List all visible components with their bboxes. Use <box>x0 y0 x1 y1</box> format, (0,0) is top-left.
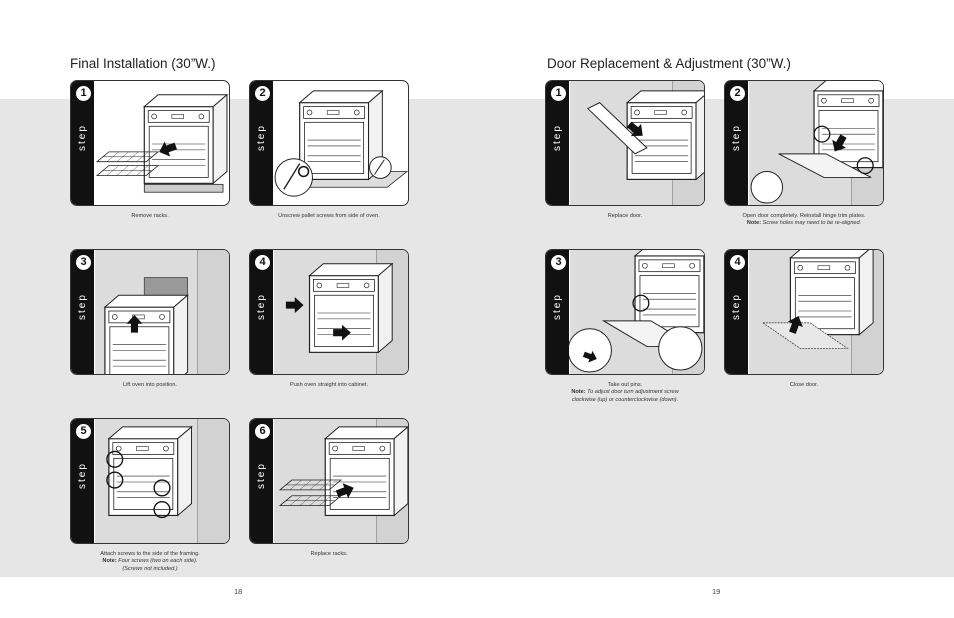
left-step-1-caption: Remove racks. <box>131 213 169 219</box>
lift-oven-illustration <box>94 250 229 374</box>
step-strip <box>725 81 748 205</box>
step-label: step <box>77 462 88 489</box>
right-page-title: Door Replacement & Adjustment (30”W.) <box>547 56 791 71</box>
step-strip <box>546 81 569 205</box>
right-step-2-caption: Open door completely. Reinstall hinge tr… <box>742 213 866 227</box>
replace-door-illustration <box>569 81 704 205</box>
left-step-6-panel: 6 step <box>249 418 409 544</box>
step-label: step <box>731 293 742 320</box>
step-label: step <box>256 293 267 320</box>
open-door-trim-plates-illustration <box>748 81 883 205</box>
step-label: step <box>77 293 88 320</box>
step-label: step <box>77 124 88 151</box>
left-step-4-panel: 4 step <box>249 249 409 375</box>
left-step-5-panel: 5 step <box>70 418 230 544</box>
step-strip <box>725 250 748 374</box>
step-number: 4 <box>730 255 745 270</box>
step-strip <box>71 81 94 205</box>
left-step-1-panel: 1 step <box>70 80 230 206</box>
step-number: 4 <box>255 255 270 270</box>
push-oven-illustration <box>273 250 408 374</box>
right-page-number: 19 <box>712 587 721 596</box>
right-step-4-panel: 4 step <box>724 249 884 375</box>
left-page-number: 18 <box>234 587 243 596</box>
right-step-3-panel: 3 step <box>545 249 705 375</box>
step-number: 2 <box>255 86 270 101</box>
step-number: 6 <box>255 424 270 439</box>
step-label: step <box>256 462 267 489</box>
left-step-3-caption: Lift oven into position. <box>122 382 178 388</box>
right-step-2-panel: 2 step <box>724 80 884 206</box>
step-strip <box>250 419 273 543</box>
remove-racks-illustration <box>96 94 228 193</box>
step-label: step <box>731 124 742 151</box>
replace-racks-illustration <box>273 419 408 543</box>
step-number: 3 <box>551 255 566 270</box>
attach-screws-illustration <box>94 419 229 543</box>
left-step-4-caption: Push oven straight into cabinet. <box>289 382 369 388</box>
step-strip <box>71 419 94 543</box>
right-step-1-panel: 1 step <box>545 80 705 206</box>
take-out-pins-illustration <box>569 250 704 374</box>
step-label: step <box>552 293 563 320</box>
step-label: step <box>256 124 267 151</box>
step-number: 1 <box>551 86 566 101</box>
right-step-1-caption: Replace door. <box>607 213 643 219</box>
step-strip <box>71 250 94 374</box>
unscrew-pallet-illustration <box>274 90 408 197</box>
step-strip <box>250 250 273 374</box>
step-number: 5 <box>76 424 91 439</box>
left-step-6-caption: Replace racks. <box>310 551 348 557</box>
right-step-3-caption: Take out pins. Note: To adjust door turn… <box>571 382 679 403</box>
left-step-3-panel: 3 step <box>70 249 230 375</box>
close-door-illustration <box>748 250 883 374</box>
left-step-5-caption: Attach screws to the side of the framing… <box>100 551 200 572</box>
left-step-2-panel: 2 step <box>249 80 409 206</box>
step-number: 3 <box>76 255 91 270</box>
step-label: step <box>552 124 563 151</box>
left-step-2-caption: Unscrew pallet screws from side of oven. <box>278 213 380 219</box>
step-number: 2 <box>730 86 745 101</box>
step-strip <box>546 250 569 374</box>
step-strip <box>250 81 273 205</box>
step-number: 1 <box>76 86 91 101</box>
right-step-4-caption: Close door. <box>789 382 819 388</box>
left-page-title: Final Installation (30”W.) <box>70 56 216 71</box>
